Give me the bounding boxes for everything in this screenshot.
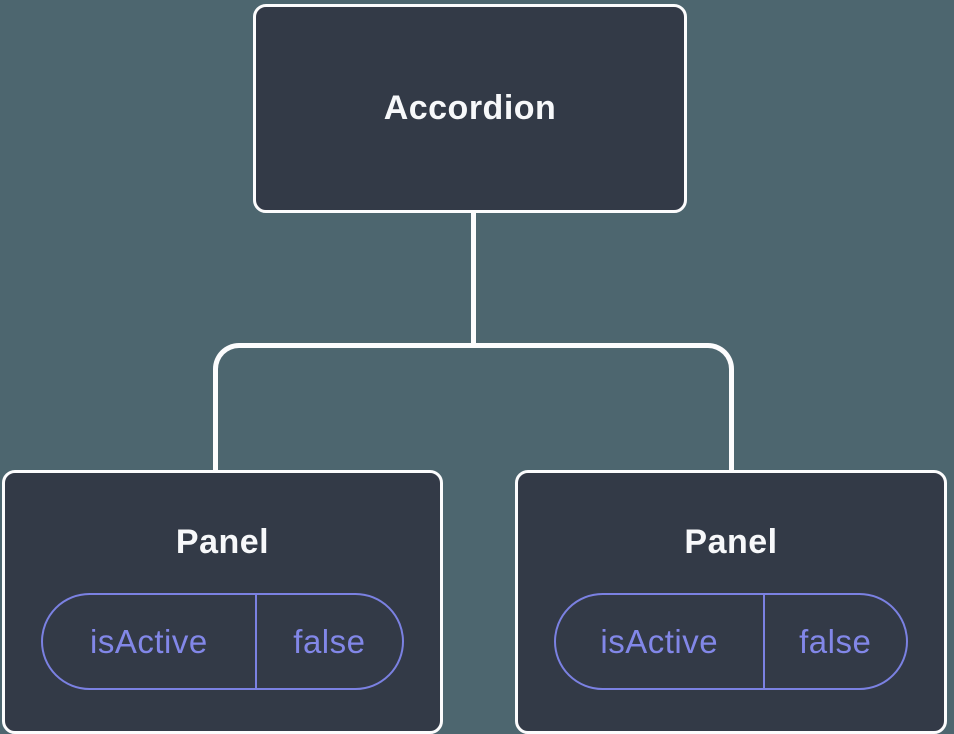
connector-branch [213,343,734,473]
panel-node-right: Panel isActive false [515,470,947,734]
panel-node-left: Panel isActive false [2,470,443,734]
state-value: false [293,622,366,660]
state-key: isActive [556,595,765,688]
state-pill: isActive false [41,593,404,690]
accordion-node-label: Accordion [383,89,557,127]
panel-node-label: Panel [175,523,270,561]
state-pill: isActive false [554,593,908,690]
panel-node-label: Panel [684,523,778,561]
accordion-node: Accordion [253,4,687,213]
connector-stem [471,212,476,346]
state-key: isActive [43,595,257,688]
state-value: false [799,622,872,660]
